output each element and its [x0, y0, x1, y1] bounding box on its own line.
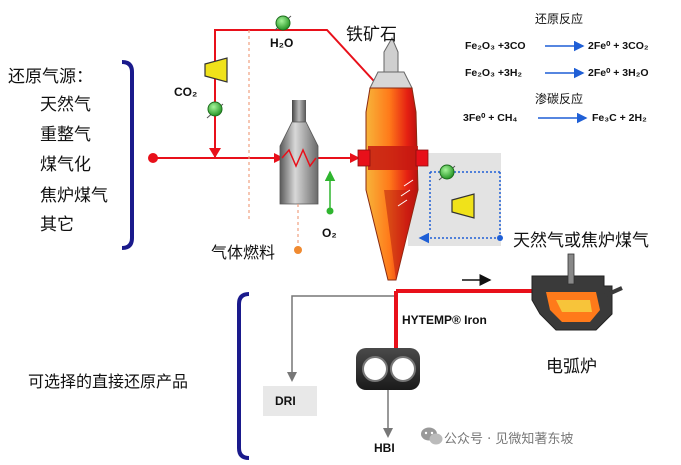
- eaf-spout: [603, 286, 623, 298]
- h2o-label: H₂O: [270, 36, 294, 50]
- reaction-2-right: 2Fe⁰ + 3H₂O: [588, 67, 649, 79]
- reactor-feed-chute: [383, 36, 399, 73]
- natural-or-coke-gas-label: 天然气或焦炉煤气: [513, 231, 649, 251]
- reaction-1-left: Fe₂O₃ +3CO: [465, 40, 526, 52]
- co2-label: CO₂: [174, 85, 198, 99]
- sources-title: 还原气源：: [8, 67, 93, 87]
- heater-chimney: [292, 100, 306, 122]
- press-roller-right: [390, 356, 416, 382]
- reactor-hatch-3: [397, 199, 408, 207]
- h2o-valve-icon: [274, 15, 292, 31]
- carburization-title: 渗碳反应: [535, 92, 584, 106]
- reactor-top: [369, 71, 413, 89]
- source-coke-oven-gas: 焦炉煤气: [40, 186, 108, 206]
- reactor-hatch-1: [403, 179, 414, 187]
- co2-junction-arrow: [209, 148, 221, 158]
- hbi-arrow: [383, 428, 393, 438]
- reaction-3-left: 3Fe⁰ + CH₄: [463, 112, 518, 124]
- source-other: 其它: [40, 215, 74, 235]
- dri-arrow: [287, 372, 297, 382]
- o2-dot: [326, 207, 334, 215]
- reactor-hatch-2: [400, 189, 411, 197]
- sources-bracket: [121, 60, 134, 250]
- recycle-compressor-icon: [451, 193, 475, 219]
- feed-arrow: [274, 153, 284, 163]
- reactor-inlet-box: [357, 149, 371, 167]
- eaf-melt-glow: [556, 300, 592, 312]
- reaction-3-right: Fe₃C + 2H₂: [592, 112, 647, 124]
- eaf-electrode: [567, 253, 575, 285]
- dri-label: DRI: [275, 394, 296, 408]
- reaction-2-left: Fe₂O₃ +3H₂: [465, 67, 523, 79]
- reactor-cone-shadow: [384, 190, 418, 280]
- hytemp-label: HYTEMP® Iron: [402, 313, 487, 327]
- reactor-band: [368, 146, 418, 170]
- dri-line: [291, 295, 394, 372]
- source-reformed-gas: 重整气: [40, 125, 91, 145]
- source-coal-gas: 煤气化: [40, 155, 91, 175]
- reactor-recycle-box: [415, 149, 429, 167]
- gas-inlet-dot: [148, 153, 158, 163]
- o2-label: O₂: [322, 226, 337, 240]
- dri-box: [263, 386, 317, 416]
- heater-icon: [279, 121, 319, 205]
- recycle-valve-icon: [438, 164, 456, 181]
- press-roller-left: [362, 356, 388, 382]
- products-bracket: [237, 292, 250, 460]
- compressor-icon: [204, 57, 228, 83]
- eaf-label: 电弧炉: [546, 357, 597, 377]
- fuel-gas-label: 气体燃料: [211, 243, 276, 262]
- heater-coil: [281, 148, 317, 168]
- optional-products-label: 可选择的直接还原产品: [28, 372, 189, 391]
- hbi-label: HBI: [374, 441, 395, 455]
- valve-icon: [206, 101, 224, 119]
- reactor-inlet-arrow: [350, 153, 360, 163]
- source-natural-gas: 天然气: [40, 95, 91, 115]
- reduction-title: 还原反应: [535, 12, 584, 26]
- fuel-dot: [294, 246, 302, 254]
- reactor-icon: [365, 87, 419, 281]
- watermark-text: 公众号 · 见微知著东坡: [444, 432, 574, 447]
- wechat-icon: [421, 427, 443, 445]
- iron-ore-label: 铁矿石: [346, 25, 397, 45]
- reaction-1-right: 2Fe⁰ + 3CO₂: [588, 40, 649, 52]
- blue-loop-node: [497, 235, 503, 241]
